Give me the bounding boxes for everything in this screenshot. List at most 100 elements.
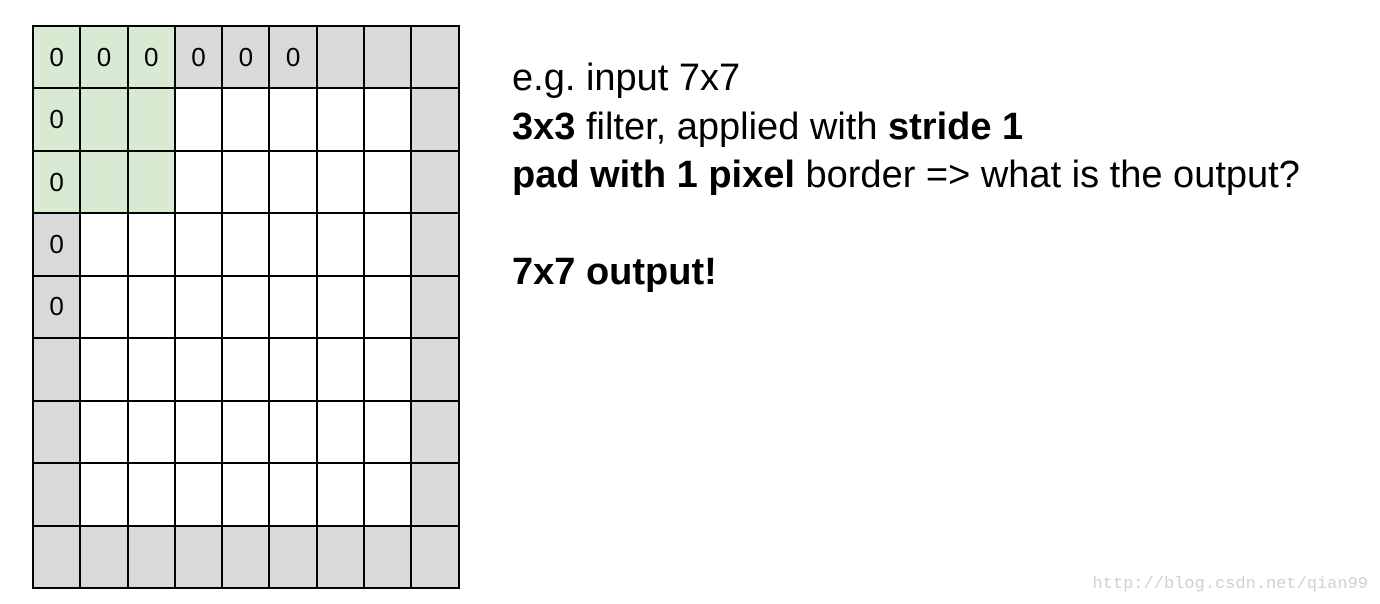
grid-cell-input [270,464,318,527]
grid-cell-input [317,339,366,402]
grid-cell-filter: 0 [34,89,82,152]
grid-cell-input [81,214,129,277]
grid-cell-input [175,214,224,277]
zero-padding-value: 0 [49,291,64,322]
grid-cell-filter: 0 [128,27,176,90]
grid-cell-input [175,401,224,465]
grid-cell-pad [317,526,366,589]
input-size-line: e.g. input 7x7 [512,57,741,99]
zero-padding-value: 0 [96,41,112,72]
grid-cell-filter: 0 [81,27,129,90]
zero-padding-value: 0 [49,166,64,197]
grid-cell-input [223,151,271,215]
grid-cell-input [81,464,129,527]
padding-line: pad with 1 pixel border => what is the o… [512,151,1300,200]
zero-padding-value: 0 [191,41,206,72]
grid-cell-pad [365,27,413,90]
grid-cell-pad [128,526,176,589]
grid-cell-input [317,276,366,340]
grid-cell-input [223,276,271,340]
zero-padding-value: 0 [49,229,64,260]
grid-cell-pad [34,401,82,465]
grid-cell-pad: 0 [34,214,82,277]
grid-cell-input [317,464,366,527]
zero-padding-value: 0 [285,41,301,72]
grid-cell-pad [412,276,460,340]
grid-cell-pad [34,464,82,527]
grid-cell-pad [412,214,460,277]
grid-cell-pad [412,464,460,527]
zero-padding-value: 0 [49,41,64,72]
grid-cell-filter [81,151,129,215]
grid-cell-input [81,276,129,340]
filter-stride-line: 3x3 filter, applied with stride 1 [512,103,1300,152]
grid-cell-input [317,151,366,215]
grid-cell-input [223,464,271,527]
grid-cell-input [128,276,176,340]
stride-value: stride 1 [888,105,1024,148]
grid-cell-pad [81,526,129,589]
grid-cell-pad [412,27,460,90]
grid-cell-pad [412,151,460,215]
grid-cell-input [270,276,318,340]
grid-cell-input [81,339,129,402]
grid-cell-input [270,214,318,277]
grid-cell-input [270,339,318,402]
grid-cell-filter [128,151,176,215]
grid-cell-input [128,339,176,402]
grid-cell-input [175,464,224,527]
grid-cell-input [223,89,271,152]
grid-cell-pad [412,339,460,402]
grid-cell-input [317,89,366,152]
spacer [512,200,1300,249]
grid-cell-input [317,214,366,277]
grid-cell-input [270,151,318,215]
filter-applied-text: filter, applied with [575,105,889,148]
grid-cell-pad [34,526,82,589]
grid-cell-pad [175,526,224,589]
grid-cell-pad [223,526,271,589]
grid-cell-pad: 0 [175,27,224,90]
grid-cell-input [175,151,224,215]
grid-cell-input [128,401,176,465]
grid-cell-pad [317,27,366,90]
grid-cell-input [317,401,366,465]
zero-padding-value: 0 [238,41,254,72]
padding-question: border => what is the output? [794,154,1300,196]
zero-padding-value: 0 [144,41,159,72]
grid-cell-filter [81,89,129,152]
grid-cell-input [175,89,224,152]
grid-cell-input [128,214,176,277]
grid-cell-input [223,214,271,277]
grid-cell-pad [412,401,460,465]
grid-cell-input [365,89,413,152]
grid-cell-input [270,89,318,152]
grid-cell-input [128,464,176,527]
grid-cell-input [365,464,413,527]
grid-cell-input [81,401,129,465]
filter-size: 3x3 [512,105,576,148]
explanation-text: e.g. input 7x7 3x3 filter, applied with … [512,54,1300,297]
grid-cell-input [270,401,318,465]
grid-cell-pad [270,526,318,589]
grid-cell-pad [365,526,413,589]
answer-line: 7x7 output! [512,248,1300,297]
zero-padding-value: 0 [49,104,64,135]
grid-cell-filter: 0 [34,151,82,215]
grid-cell-pad [34,339,82,402]
grid-cell-input [365,276,413,340]
grid-cell-pad: 0 [34,276,82,340]
answer-text: 7x7 output! [512,251,717,293]
grid-cell-input [365,214,413,277]
grid-cell-filter [128,89,176,152]
padding-amount: pad with 1 pixel [512,154,795,196]
grid-cell-pad: 0 [270,27,318,90]
grid-cell-input [365,339,413,402]
grid-cell-input [365,151,413,215]
grid-cell-pad: 0 [223,27,271,90]
grid-cell-pad [412,89,460,152]
grid-cell-pad [412,526,460,589]
watermark: http://blog.csdn.net/qian99 [1092,575,1368,594]
grid-cell-input [223,401,271,465]
